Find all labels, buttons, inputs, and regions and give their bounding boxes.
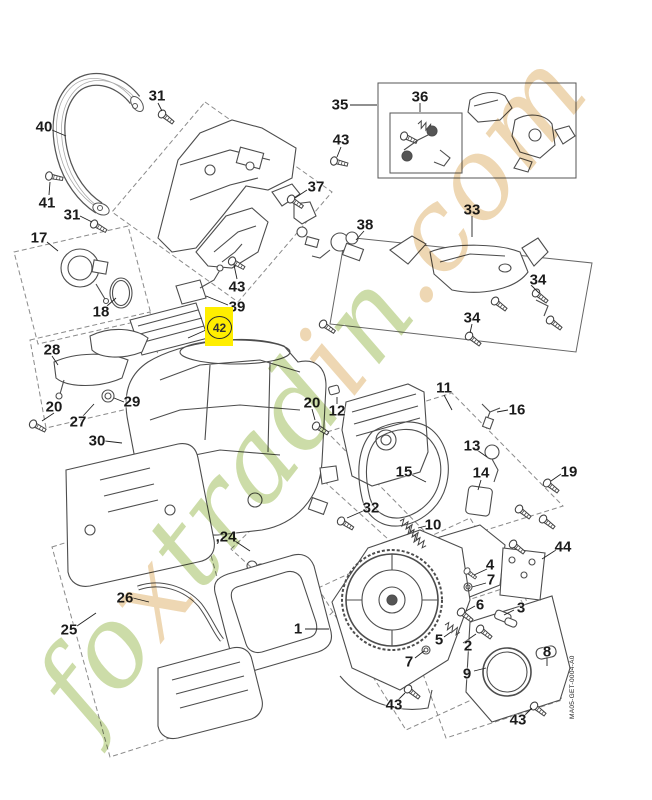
coil-39 [175,243,243,305]
carburetor-17 [60,248,133,309]
selected-part-highlight: 42 [205,307,233,346]
leader-lines [41,102,562,717]
trigger-assembly [157,119,317,269]
selected-part-number: 42 [207,316,232,339]
motor-housing-11-group [328,383,501,527]
covers-25-26 [65,443,333,740]
shroud-33 [389,235,549,317]
handle-tube-40 [52,72,144,216]
motor-unit-1 [331,517,571,723]
kit-box-contents [398,91,576,173]
levers-27-28-29 [53,328,149,403]
switch-38 [296,226,365,262]
drawing-code: MA05-GET-0004-A0 [569,655,576,719]
